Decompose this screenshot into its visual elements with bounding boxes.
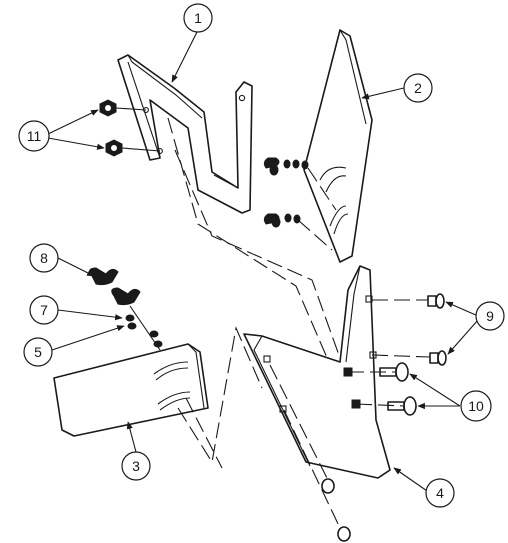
parts-5-7-8-hardware bbox=[89, 267, 163, 351]
callout-10: 10 bbox=[460, 390, 492, 422]
callout-8: 8 bbox=[29, 243, 59, 273]
assembly-lines bbox=[167, 117, 431, 529]
part-11-nuts bbox=[99, 99, 161, 157]
callout-7: 7 bbox=[29, 295, 59, 325]
callout-4: 4 bbox=[425, 478, 455, 508]
part-9-bolts bbox=[427, 293, 447, 366]
callout-label: 2 bbox=[414, 80, 422, 96]
callout-label: 8 bbox=[40, 250, 48, 266]
callout-3: 3 bbox=[121, 451, 151, 481]
part-3-plate bbox=[53, 343, 209, 437]
lower-pins bbox=[321, 478, 351, 542]
part-2-blade bbox=[303, 29, 373, 263]
callout-label: 10 bbox=[468, 398, 484, 414]
callout-label: 5 bbox=[34, 344, 42, 360]
callout-label: 3 bbox=[132, 458, 140, 474]
part-10-bolts bbox=[343, 362, 417, 416]
part-1-bracket bbox=[117, 54, 253, 214]
callout-1: 1 bbox=[183, 3, 213, 33]
leader-lines bbox=[47, 29, 479, 494]
callout-11: 11 bbox=[18, 120, 50, 152]
callout-9: 9 bbox=[475, 301, 505, 331]
callout-label: 1 bbox=[194, 10, 202, 26]
callout-label: 11 bbox=[27, 128, 42, 144]
callout-label: 4 bbox=[436, 485, 444, 501]
wing-bolts-upper bbox=[263, 157, 309, 228]
callout-label: 7 bbox=[40, 302, 48, 318]
callout-2: 2 bbox=[403, 73, 433, 103]
callout-5: 5 bbox=[23, 337, 53, 367]
part-4-blade bbox=[243, 265, 391, 479]
callout-label: 9 bbox=[486, 308, 494, 324]
